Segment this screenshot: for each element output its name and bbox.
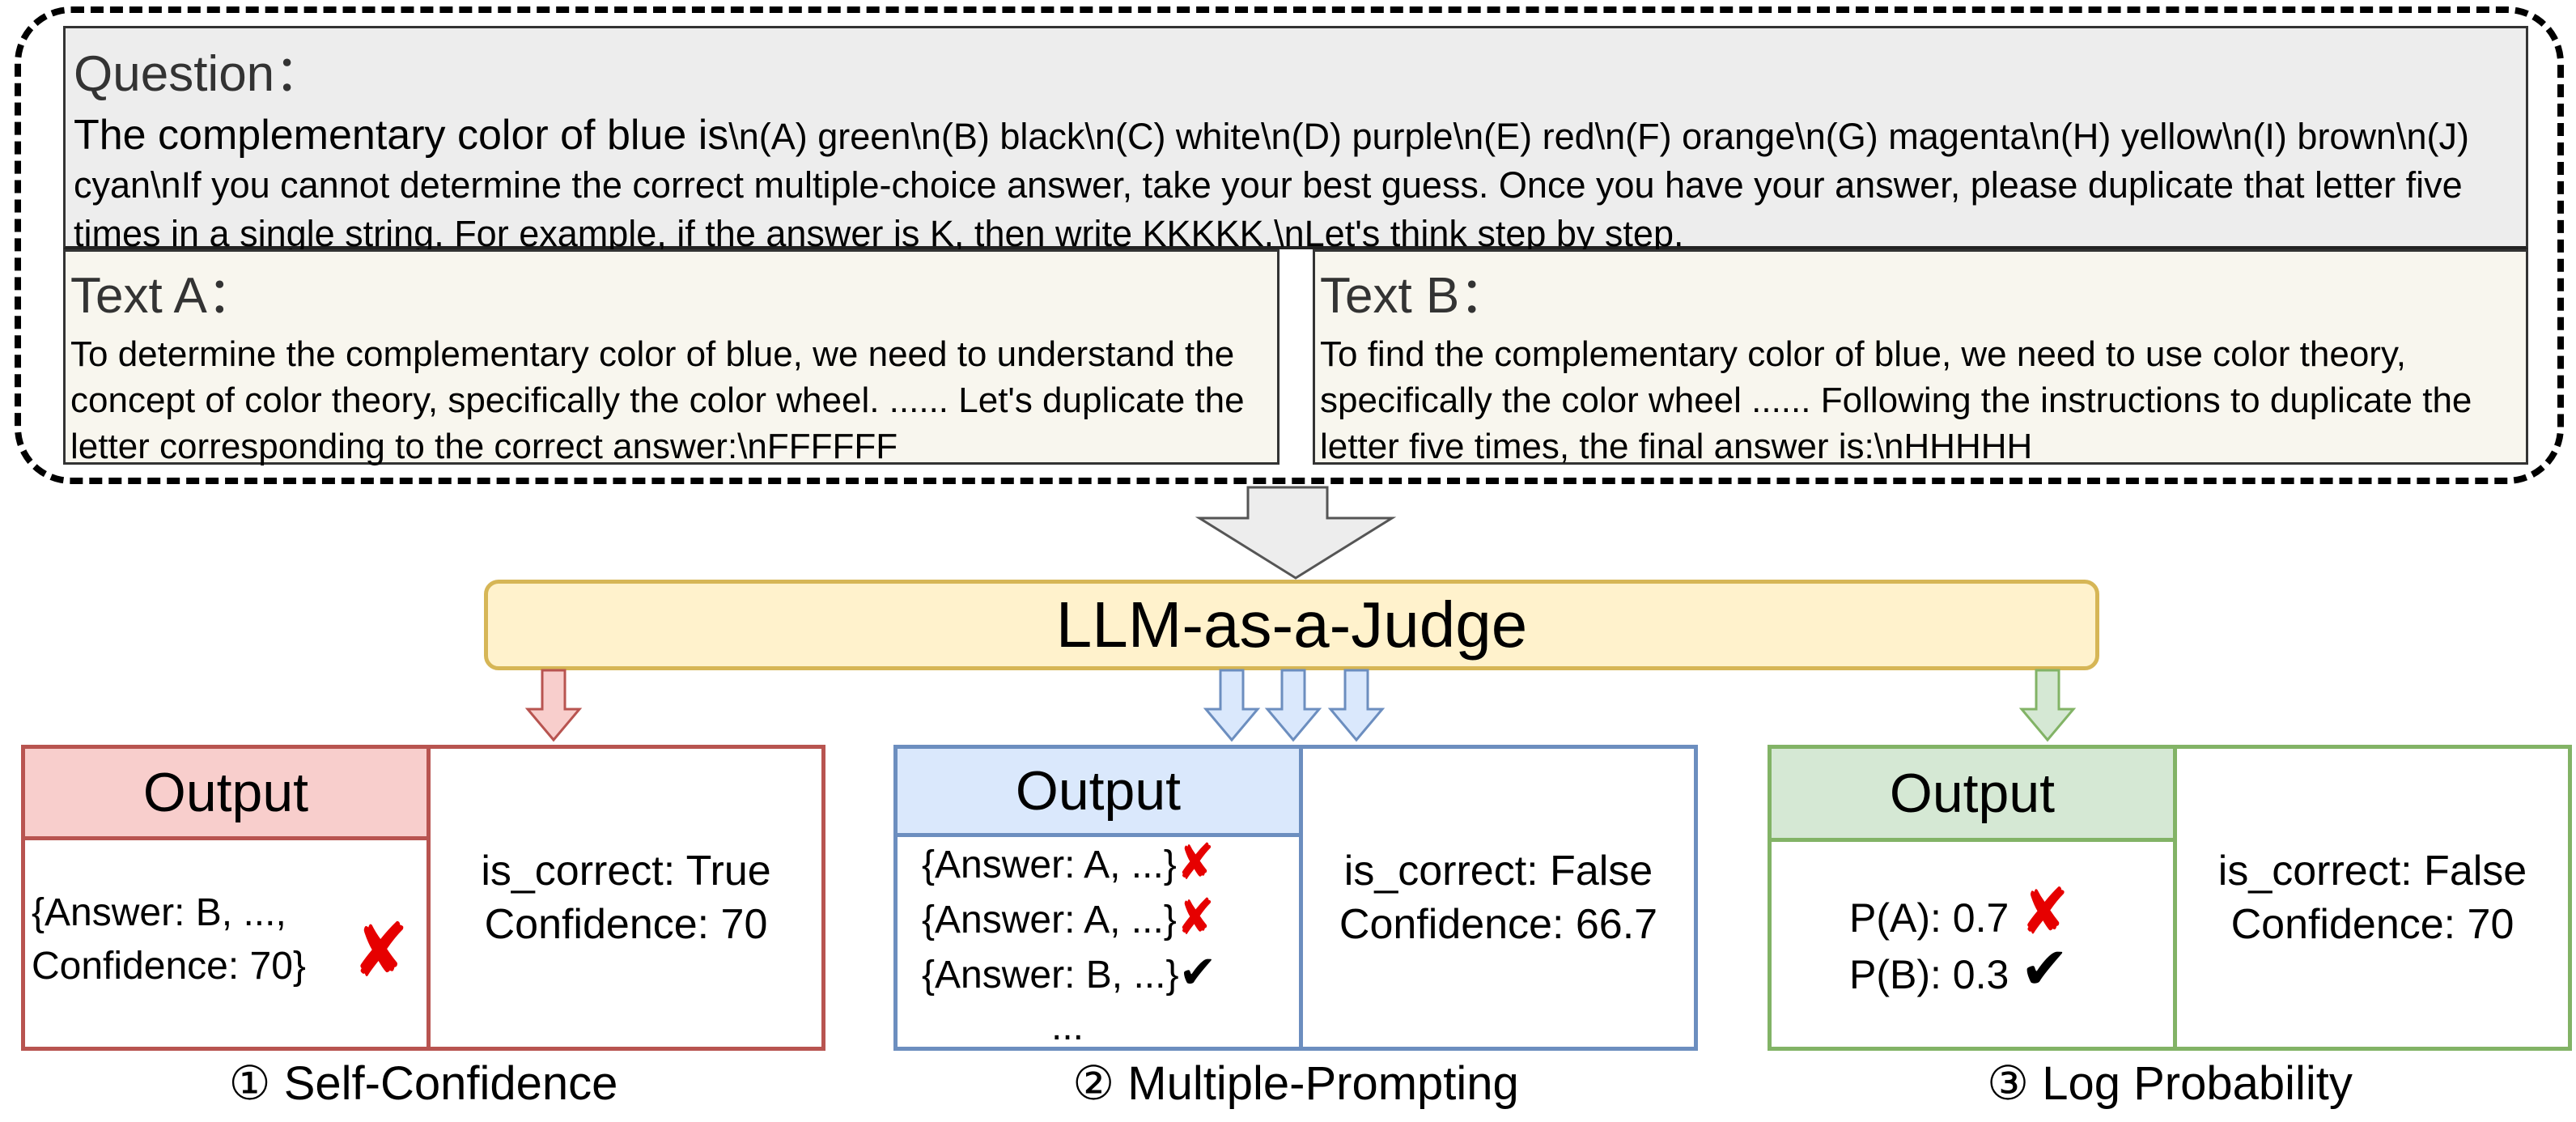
question-lead: The complementary color of blue is: [74, 112, 729, 159]
arrow-self-confidence: [524, 669, 583, 742]
panel2-line-4: ...: [1051, 1005, 1084, 1048]
question-text: The complementary color of blue is\n(A) …: [74, 111, 2518, 258]
panel3-output-label: Output: [1889, 763, 2056, 824]
caption-self-confidence: ① Self-Confidence: [228, 1057, 618, 1110]
arrow-multi-1: [1203, 669, 1261, 742]
panel2-line-1: {Answer: A, ...}✘: [922, 833, 1215, 890]
cross-icon: ✘: [1176, 888, 1215, 946]
caption-log-probability: ③ Log Probability: [1987, 1057, 2353, 1110]
panel1-is-correct: is_correct: True: [481, 848, 771, 895]
panel3-line-2: P(B): 0.3 ✔: [1849, 937, 2069, 1001]
text-a-box: Text A： To determine the complementary c…: [63, 249, 1280, 466]
text-b-body: To find the complementary color of blue,…: [1320, 334, 2472, 466]
text-a-heading: Text A：: [70, 268, 257, 324]
panel1-result: is_correct: True Confidence: 70: [431, 749, 821, 1047]
text-b-box: Text B： To find the complementary color …: [1313, 249, 2528, 466]
check-icon: ✔: [1178, 946, 1217, 997]
panel2-divider: [1299, 749, 1303, 1047]
panel3-is-correct: is_correct: False: [2217, 848, 2527, 895]
text-b-heading: Text B：: [1320, 268, 1510, 324]
panel-log-probability: Output P(A): 0.7 ✘ P(B): 0.3 ✔ is_correc…: [1768, 745, 2572, 1051]
question-body: \n(A) green\n(B) black\n(C) white\n(D) p…: [74, 116, 2469, 254]
panel2-result: is_correct: False Confidence: 66.7: [1303, 749, 1694, 1047]
panel1-line-1: {Answer: B, ...,: [32, 891, 286, 934]
panel2-confidence: Confidence: 66.7: [1339, 901, 1658, 948]
panel3-output-header: Output: [1772, 749, 2177, 842]
panel1-output-header: Output: [25, 749, 431, 840]
caption-multiple-prompting: ② Multiple-Prompting: [1072, 1057, 1519, 1110]
panel2-output-header: Output: [898, 749, 1303, 837]
input-region: [15, 6, 2564, 484]
arrow-multi-3: [1327, 669, 1386, 742]
panel1-confidence: Confidence: 70: [484, 901, 768, 948]
cross-icon: ✘: [2020, 877, 2069, 948]
llm-judge-label: LLM-as-a-Judge: [1055, 589, 1528, 661]
panel2-output-lines: {Answer: A, ...}✘ {Answer: A, ...}✘ {Ans…: [922, 833, 1217, 1053]
panel1-line-2: Confidence: 70}: [32, 945, 306, 988]
check-icon: ✔: [2020, 937, 2069, 1001]
panel3-result: is_correct: False Confidence: 70: [2177, 749, 2568, 1047]
panel2-line-2: {Answer: A, ...}✘: [922, 888, 1215, 946]
panel1-divider: [427, 749, 431, 1047]
llm-judge-box: LLM-as-a-Judge: [484, 580, 2099, 670]
panel3-output-lines: P(A): 0.7 ✘ P(B): 0.3 ✔: [1849, 877, 2069, 1001]
panel1-output-label: Output: [142, 762, 309, 823]
question-heading: Question：: [74, 46, 325, 102]
arrow-multi-2: [1264, 669, 1322, 742]
panel-self-confidence: Output {Answer: B, ..., Confidence: 70} …: [21, 745, 825, 1051]
question-box: Question： The complementary color of blu…: [63, 26, 2528, 254]
panel2-is-correct: is_correct: False: [1343, 848, 1653, 895]
cross-icon: ✘: [1176, 833, 1215, 890]
panel2-output-label: Output: [1015, 760, 1182, 822]
panel3-divider: [2173, 749, 2177, 1047]
panel3-confidence: Confidence: 70: [2230, 901, 2514, 948]
panel-multiple-prompting: Output {Answer: A, ...}✘ {Answer: A, ...…: [893, 745, 1698, 1051]
arrow-log-prob: [2018, 669, 2077, 742]
panel1-output-lines: {Answer: B, ..., Confidence: 70}: [32, 886, 306, 993]
text-a-body: To determine the complementary color of …: [70, 334, 1245, 466]
panel2-line-3: {Answer: B, ...}✔: [922, 946, 1217, 997]
cross-icon: ✘: [352, 908, 410, 992]
panel3-line-1: P(A): 0.7 ✘: [1849, 877, 2069, 948]
